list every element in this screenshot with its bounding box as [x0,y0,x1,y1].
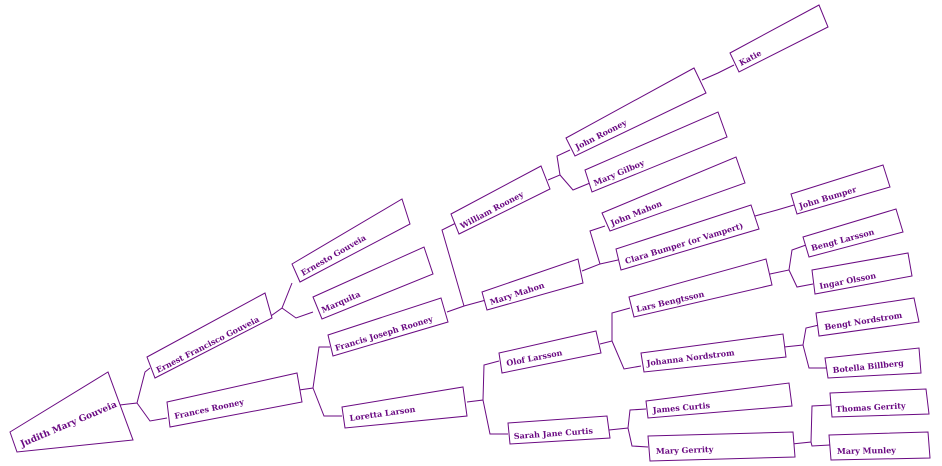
connector-line [463,299,487,307]
person-box-outline [584,111,728,193]
person-box-james[interactable]: James Curtis [645,382,793,419]
person-box-marygerrity[interactable]: Mary Gerrity [647,431,796,462]
person-box-outline [729,4,829,73]
person-box-sarah[interactable]: Sarah Jane Curtis [507,415,611,445]
connector-line [599,307,631,345]
person-box-outline [146,292,273,379]
person-box-outline [327,297,449,357]
person-box-outline [815,297,920,337]
connector-line [581,225,606,272]
person-box-johnbumper[interactable]: John Bumper [790,164,891,215]
person-box-outline [640,333,787,373]
person-box-ernest[interactable]: Ernest Francisco Gouveia [146,292,273,379]
connector-line [627,427,649,448]
person-box-botella[interactable]: Botella Billberg [824,347,922,379]
person-box-marymunley[interactable]: Mary Munley [828,431,931,461]
connector-line [441,222,465,313]
person-box-outline [450,165,551,235]
person-box-outline [601,156,746,232]
person-box-outline [829,388,930,418]
connector-line [810,441,831,447]
connector-line [783,324,820,348]
connector-line [611,340,642,370]
person-name: Mary Gerrity [656,444,714,456]
connector-line [701,64,735,81]
person-box-marymahon[interactable]: Mary Mahon [481,258,584,311]
person-box-outline [824,347,922,379]
connector-line [769,244,807,275]
person-box-outline [802,208,904,258]
person-box-outline [291,198,411,283]
person-box-bengtl[interactable]: Bengt Larsson [802,208,904,258]
person-name: Thomas Gerrity [836,400,907,414]
person-box-outline [628,258,773,318]
person-box-outline [615,204,760,271]
person-box-lars[interactable]: Lars Bengtsson [628,258,773,318]
person-box-outline [565,67,707,157]
person-name: Mary Munley [837,445,896,456]
person-box-bengtn[interactable]: Bengt Nordstrom [815,297,920,337]
person-box-frances[interactable]: Frances Rooney [166,372,303,428]
person-box-outline [645,382,793,419]
person-box-outline [790,164,891,215]
connector-line [298,346,330,391]
person-box-johanna[interactable]: Johanna Nordstrom [640,333,787,373]
person-box-loretta[interactable]: Loretta Larson [341,386,468,429]
person-box-outline [312,246,434,320]
person-box-olof[interactable]: Olof Larsson [498,330,602,374]
connector-line [466,360,500,403]
person-box-william[interactable]: William Rooney [450,165,551,235]
person-box-outline [341,386,468,429]
connector-line [281,307,314,319]
connector-line [136,402,168,422]
person-box-thomas[interactable]: Thomas Gerrity [829,388,930,418]
person-box-outline [507,415,611,445]
person-box-outline [828,431,931,461]
connector-line [608,408,647,431]
connector-line [312,387,342,417]
connector-line [788,269,814,288]
connector-line [754,204,795,217]
person-box-outline [811,252,913,295]
person-box-outline [9,371,134,453]
connector-line [599,259,619,265]
connector-line [119,367,151,406]
person-box-outline [166,372,303,428]
person-box-outline [647,431,796,462]
person-box-outline [498,330,602,374]
connector-line [547,149,571,181]
person-box-ingar[interactable]: Ingar Olsson [811,252,913,295]
connector-line [482,399,508,435]
connector-line [559,174,591,191]
person-box-katie[interactable]: Katie [729,4,829,73]
person-box-outline [481,258,584,311]
connector-line [802,344,826,369]
person-box-judith[interactable]: Judith Mary Gouveia [9,371,134,453]
connector-line [791,404,832,445]
